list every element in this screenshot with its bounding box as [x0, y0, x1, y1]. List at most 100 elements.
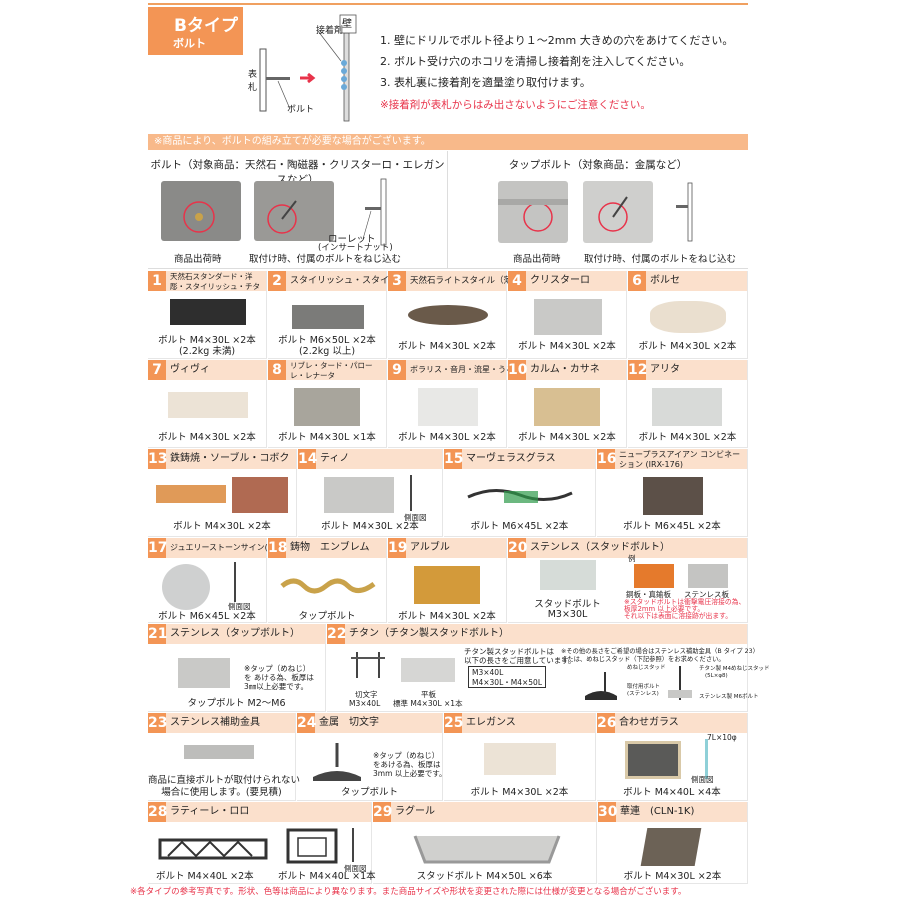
product-number: 26 [597, 713, 617, 733]
side-view [234, 562, 236, 602]
side-view [705, 739, 708, 779]
product-title: チタン（チタン製スタッドボルト） [349, 628, 509, 639]
flat-plate-image [401, 658, 455, 682]
install-photo [254, 181, 334, 241]
product-number: 8 [268, 360, 286, 380]
product-title: 天然石ライトスタイル（薄型） [410, 276, 530, 286]
product-caption: ボルト M4×30L ×2本 [470, 787, 569, 798]
product-image [467, 489, 573, 503]
product-title: ジュエリーストーンサイン(本体) [170, 543, 287, 552]
btype-subtitle: ボルト [173, 37, 206, 50]
stud-tag: めねじスタッド [627, 665, 666, 671]
product-title: ラグール [395, 806, 435, 817]
product-title: クリスターロ [530, 275, 590, 286]
flat-plate-label: 平板 [421, 690, 436, 699]
product-caption: ボルト M6×50L ×2本 [278, 335, 376, 346]
product-caption: ボルト M4×30L ×2本 [638, 341, 737, 352]
copper-plate-image [634, 564, 674, 588]
product-image [534, 299, 602, 335]
stud-tag: 取付用ボルト [627, 684, 661, 690]
titanium-stud-diagram [668, 666, 692, 700]
product-number: 29 [373, 802, 393, 822]
stud-note: それ以下は表面に溶接跡が出ます。 [624, 612, 733, 620]
install-steps: 1. 壁にドリルでボルト径より１～2mm 大きめの穴をあけてください。 2. ボ… [380, 30, 733, 93]
product-caption-sub: M3×30L [547, 609, 588, 620]
product-caption: ボルト M6×45L ×2本 [158, 611, 256, 622]
product-title: ボルセ [650, 275, 680, 286]
product-caption: ボルト M4×30L ×2本 [173, 521, 271, 532]
product-image [408, 305, 488, 325]
product-title: エレガンス [466, 717, 516, 728]
tap-install-photo [583, 181, 653, 243]
product-title: ニュープラスアイアン コンビネーション (IRX-176) [619, 450, 741, 469]
side-view-label: 側面図 [691, 775, 714, 784]
product-number: 21 [148, 624, 168, 644]
product-number: 15 [444, 449, 464, 469]
product-caption: ボルト M4×40L ×2本 [156, 871, 254, 882]
product-image [162, 564, 210, 610]
product-caption: ボルト M6×45L ×2本 [470, 521, 569, 532]
product-image [643, 477, 703, 515]
dimension-label: 7L×10φ [707, 733, 737, 742]
side-view-label: 側面図 [404, 513, 427, 522]
size-option: M4×30L・M4×50L [472, 678, 542, 687]
product-number: 12 [628, 360, 648, 380]
stud-tag: チタン製 M4めねじスタッド [699, 666, 770, 672]
product-caption: 商品に直接ボルトが取付けられない [148, 775, 301, 786]
product-image [484, 743, 556, 775]
insert-nut-diagram [362, 178, 387, 246]
standard-bolt-panel: ボルト（対象商品：天然石・陶磁器・クリスターロ・エレガンスなど） ローレット (… [148, 151, 448, 269]
spec-sheet: Bタイプ ボルト 接着剤 壁 表札 ボルト 1. 壁にドリルでボルト径より１～2… [130, 3, 770, 898]
adhesive-label: 接着剤 [316, 26, 344, 36]
product-caption: ボルト M6×45L ×2本 [623, 521, 721, 532]
product-title: 金属 切文字 [319, 717, 379, 728]
product-caption: ボルト M4×30L ×1本 [278, 432, 376, 443]
product-image [351, 652, 385, 678]
tap-note: ※タップ（めねじ） [244, 664, 311, 673]
product-image [625, 741, 681, 779]
product-title: スタイリッシュ・スタイルプラス [290, 276, 425, 286]
product-number: 7 [148, 360, 166, 380]
product-number: 13 [148, 449, 168, 469]
product-image [184, 745, 254, 759]
product-caption: ボルト M4×30L ×2本 [398, 432, 496, 443]
stud-tag: (ステンレス) [627, 691, 659, 697]
product-image [650, 301, 726, 333]
product-image [158, 838, 268, 860]
insert-label: ローレット [328, 234, 376, 245]
product-number: 20 [508, 538, 528, 558]
stud-tag: ステンレス製 M6ボルト [699, 694, 759, 700]
product-title: ステンレス（スタッドボルト） [530, 542, 670, 553]
product-image [170, 299, 246, 325]
tap-note: 3㎜以上必要です。 [244, 682, 309, 691]
tap-bolt-heading: タップボルト（対象商品：金属など） [508, 159, 688, 171]
product-number: 2 [268, 271, 286, 291]
product-title: アリタ [650, 364, 680, 375]
product-caption-alt: ボルト M4×40L ×1本 [278, 871, 376, 882]
product-caption-sub: (2.2kg 未満) [178, 346, 236, 357]
product-caption: ボルト M4×30L ×2本 [623, 871, 722, 882]
product-caption: ボルト M4×30L ×2本 [398, 611, 496, 622]
side-view-label: 側面図 [344, 864, 367, 873]
tap-bolt-diagram [676, 182, 693, 242]
titanium-note: 以下の長さをご用意しています。 [464, 656, 576, 665]
install-step: 2. ボルト受け穴のホコリを清掃し接着剤を注入してください。 [380, 55, 691, 68]
shipping-photo [161, 181, 241, 241]
product-number: 1 [148, 271, 166, 291]
bolt-explanation: ボルト（対象商品：天然石・陶磁器・クリスターロ・エレガンスなど） ローレット (… [148, 151, 748, 269]
product-number: 30 [598, 802, 618, 822]
product-title: ティノ [320, 453, 350, 464]
size-box: M3×40L M4×30L・M4×50L [468, 666, 546, 688]
product-title: アルブル [410, 542, 450, 553]
product-title: マーヴェラスグラス [466, 453, 556, 464]
